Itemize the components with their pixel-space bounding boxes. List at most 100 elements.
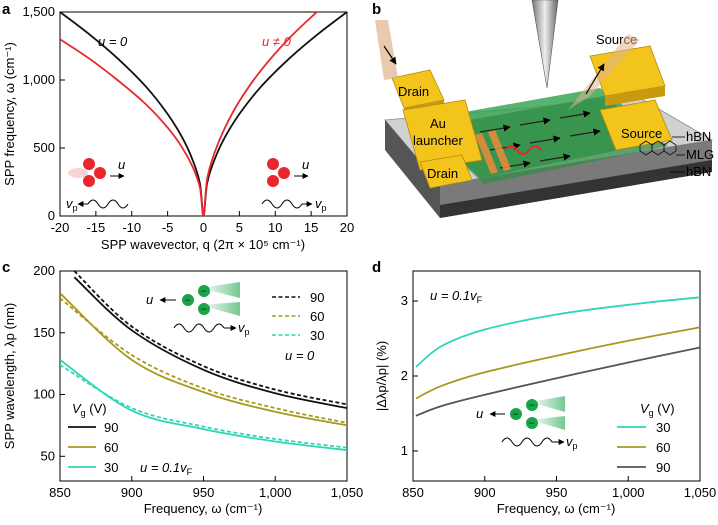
x-tick-label: 20 [340, 220, 354, 235]
series-line-c-solid-90 [73, 276, 347, 409]
y-tick-label: 0 [48, 208, 55, 223]
panel-b-device-schematic: Drain Au launcher Drain Source Source hB… [375, 0, 714, 218]
series-line-d-solid-60 [415, 326, 700, 400]
vp-subscript: p [245, 327, 250, 337]
panel-c-series [60, 271, 347, 451]
minus-sign-icon: − [185, 295, 190, 305]
x-tick-label: 900 [474, 485, 496, 500]
minus-sign-icon: − [529, 400, 534, 410]
panel-c-solid-legend: Vg (V) 90 60 30 u = 0.1vF [68, 401, 193, 477]
panel-a-annotation-u-nonzero: u ≠ 0 [262, 34, 292, 49]
launched-wave-icon [504, 145, 542, 155]
substrate-base [440, 160, 712, 218]
panel-d-legend-title: Vg (V) [640, 401, 675, 418]
x-tick-label: -5 [162, 220, 174, 235]
u-symbol: u = 0.1v [430, 288, 478, 303]
vf-subscript: F [477, 295, 483, 305]
panel-a-x-axis-label: SPP wavevector, q (2π × 10⁵ cm⁻¹) [101, 237, 305, 252]
drain-top-label: Drain [398, 84, 429, 99]
vg-unit: (V) [654, 401, 675, 416]
series-line-d-solid-30 [415, 296, 700, 368]
wave-icon [261, 199, 303, 209]
y-tick-label: 150 [33, 325, 55, 340]
panel-a-left-vp-label: vp [66, 196, 78, 213]
legend-label-solid-90: 90 [104, 420, 118, 435]
vg-unit: (V) [86, 401, 107, 416]
hbn-top-label: hBN [686, 129, 711, 144]
vf-subscript: F [187, 467, 193, 477]
panel-a-y-axis-label: SPP frequency, ω (cm⁻¹) [2, 42, 17, 186]
panel-d-x-axis-label: Frequency, ω (cm⁻¹) [497, 501, 616, 516]
minus-sign-icon: − [513, 409, 518, 419]
x-tick-label: 1,050 [331, 485, 364, 500]
y-tick-label: 100 [33, 387, 55, 402]
y-tick-label: 200 [33, 263, 55, 278]
panel-a-right-vp-label: vp [315, 196, 327, 213]
panel-a-left-carrier-inset: u vp [66, 157, 129, 213]
y-tick-label: 1,000 [22, 72, 55, 87]
panel-c-y-axis-label: SPP wavelength, λp (nm) [2, 303, 17, 449]
x-tick-label: -20 [51, 220, 70, 235]
electron-dot-icon [526, 399, 538, 411]
panel-a-annotation-u-zero: u = 0 [98, 34, 128, 49]
series-line-a-solid-u-0 [60, 12, 319, 216]
legend-label-solid-60: 60 [104, 440, 118, 455]
carrier-dot-icon [83, 158, 95, 170]
panel-d-annotation-u-drift: u = 0.1vF [430, 288, 483, 305]
vp-subscript: p [573, 441, 578, 451]
vp-symbol: v [66, 196, 74, 211]
series-line-c-dashed-60 [60, 297, 347, 424]
substrate-left-side [385, 120, 440, 218]
panel-letter-b: b [372, 1, 381, 18]
x-tick-label: 1,000 [612, 485, 645, 500]
x-tick-label: 850 [49, 485, 71, 500]
y-tick-label: 50 [41, 448, 55, 463]
x-tick-label: 1,000 [259, 485, 292, 500]
x-tick-label: 0 [200, 220, 207, 235]
electron-dot-icon [182, 294, 194, 306]
panel-letter-d: d [372, 259, 381, 276]
legend-label-solid-30: 30 [104, 460, 118, 475]
panel-letter-c: c [2, 259, 10, 276]
right-probe-hand [568, 34, 640, 110]
mlg-label: MLG [686, 147, 714, 162]
x-tick-label: 10 [268, 220, 282, 235]
legend-label-dashed-30: 30 [310, 328, 324, 343]
vg-subscript: g [649, 408, 654, 418]
electron-dot-icon [510, 408, 522, 420]
vg-symbol: V [640, 401, 650, 416]
panel-a-series [60, 12, 347, 216]
panel-c-inset-vp-label: vp [238, 320, 250, 337]
panel-c-dashed-legend: 90 60 30 u = 0 [272, 290, 324, 363]
panel-d-series [415, 296, 700, 417]
electron-dot-icon [526, 417, 538, 429]
hbn-bottom-label: hBN [686, 164, 711, 179]
wave-icon [173, 323, 225, 333]
panel-d-inset-u-label: u [476, 406, 483, 421]
afm-tip-icon [531, 0, 559, 89]
x-tick-label: 15 [304, 220, 318, 235]
drain-current-arrow-icon [383, 45, 397, 65]
x-tick-label: 900 [121, 485, 143, 500]
panel-d-y-ticks: 123 [401, 293, 418, 458]
vp-symbol: v [238, 320, 246, 335]
launcher-bar [475, 133, 498, 174]
panel-c-carrier-inset: − − − u vp [146, 282, 250, 337]
vp-subscript: p [73, 203, 78, 213]
panel-c-x-axis-label: Frequency, ω (cm⁻¹) [144, 501, 263, 516]
panel-c-inset-u-label: u [146, 292, 153, 307]
x-tick-label: 950 [546, 485, 568, 500]
carrier-dot-icon [94, 167, 106, 179]
launcher-label-line1: Au [430, 116, 446, 131]
legend-label-90: 90 [656, 460, 670, 475]
series-line-c-dashed-90 [73, 271, 347, 406]
legend-label-60: 60 [656, 440, 670, 455]
legend-label-dashed-90: 90 [310, 290, 324, 305]
drain-bottom-label: Drain [427, 166, 458, 181]
y-tick-label: 3 [401, 293, 408, 308]
